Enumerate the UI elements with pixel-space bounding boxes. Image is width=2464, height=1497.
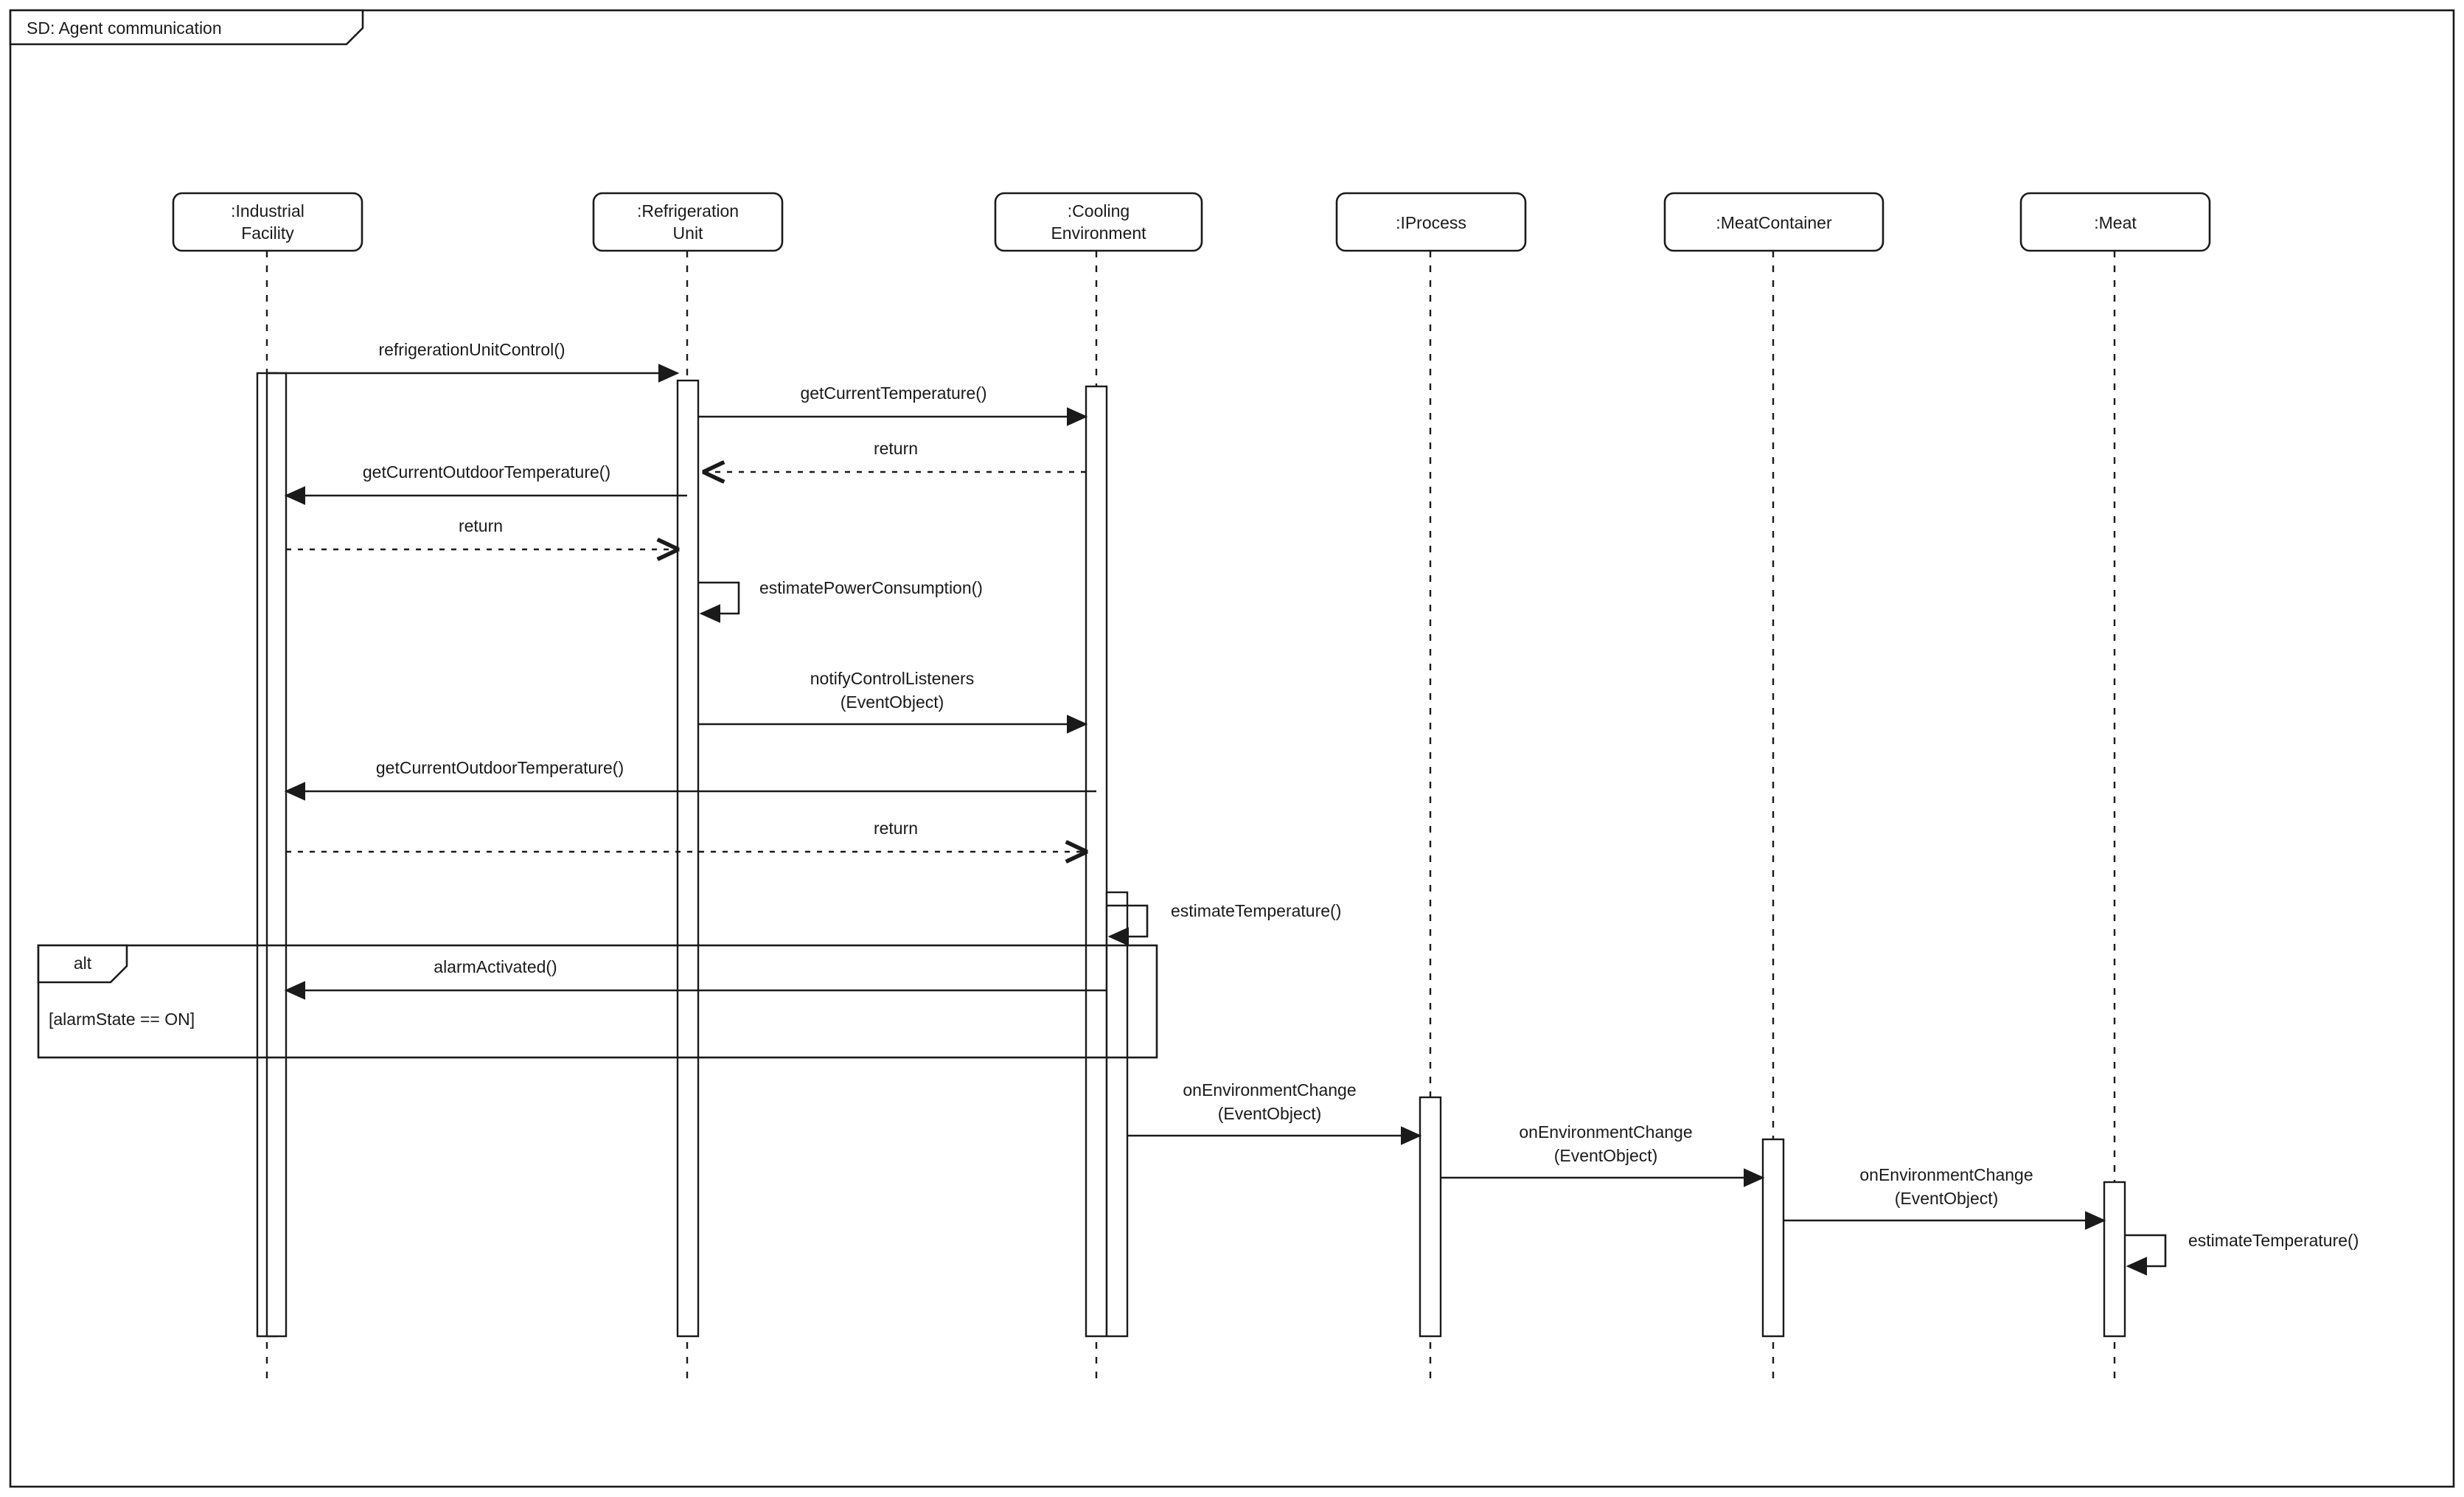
activation-bar-facility — [265, 372, 288, 1338]
lifeline-head-box-iprocess — [1335, 192, 1527, 252]
message-m6: estimatePowerConsumption() — [698, 578, 983, 623]
message-label: return — [874, 439, 918, 458]
activation-bar-refunit — [676, 379, 700, 1338]
frame-title-text: SD: Agent communication — [27, 18, 222, 38]
message-m13: onEnvironmentChange (EventObject) — [1441, 1122, 1765, 1187]
lifeline-label-container: :MeatContainer — [1716, 213, 1832, 232]
message-label: return — [874, 819, 918, 838]
lifeline-label2-cooling: Environment — [1051, 223, 1146, 243]
lifeline-label-refunit: :Refrigeration — [637, 201, 739, 220]
message-m11: alarmActivated() — [284, 957, 1107, 1000]
fragment-border — [37, 944, 1158, 1059]
message-label: refrigerationUnitControl() — [378, 340, 565, 359]
combined-fragments-layer: alt [alarmState == ON] — [37, 944, 1158, 1059]
message-m10: estimateTemperature() — [1107, 901, 1341, 946]
messages-layer: refrigerationUnitControl() getCurrentTemp… — [267, 340, 2359, 1276]
lifeline-head-meat[interactable]: :Meat — [2019, 192, 2211, 252]
diagram-outer-border — [9, 9, 2455, 1488]
lifeline-label-cooling: :Cooling — [1068, 201, 1130, 220]
lifeline-head-iprocess[interactable]: :IProcess — [1335, 192, 1527, 252]
lifeline-head-box-cooling — [994, 192, 1203, 252]
message-label: onEnvironmentChange — [1183, 1080, 1356, 1100]
message-label: estimateTemperature() — [1171, 901, 1341, 920]
message-label: estimatePowerConsumption() — [759, 578, 983, 597]
activation-bar-cooling — [1085, 385, 1108, 1338]
self-message-path — [1107, 904, 1149, 946]
lifeline-head-box-container — [1663, 192, 1884, 252]
message-label-line2: (EventObject) — [1554, 1146, 1658, 1165]
activation-bar-iprocess — [1419, 1096, 1442, 1338]
lifeline-label2-facility: Facility — [241, 223, 294, 243]
message-label: onEnvironmentChange — [1519, 1122, 1692, 1142]
message-m2: getCurrentTemperature() — [698, 383, 1088, 426]
self-message-path — [2125, 1234, 2167, 1276]
lifeline-head-box-refunit — [592, 192, 784, 252]
message-label: alarmActivated() — [434, 957, 557, 976]
message-label: estimateTemperature() — [2188, 1231, 2359, 1250]
lifeline-label-facility: :Industrial — [231, 201, 304, 220]
activations-layer — [256, 372, 2126, 1338]
fragment-operator-tab — [37, 944, 128, 984]
message-label: onEnvironmentChange — [1859, 1165, 2033, 1184]
lifeline-head-container[interactable]: :MeatContainer — [1663, 192, 1884, 252]
lifeline-label-iprocess: :IProcess — [1396, 213, 1466, 232]
message-label-line2: (EventObject) — [1895, 1189, 1999, 1208]
message-m8: getCurrentOutdoorTemperature() — [284, 758, 1096, 801]
message-label: return — [459, 516, 503, 535]
message-label-line2: (EventObject) — [841, 692, 944, 712]
message-label: getCurrentTemperature() — [800, 383, 986, 403]
lifeline-head-box-facility — [172, 192, 363, 252]
message-label: notifyControlListeners — [810, 669, 974, 688]
message-label: getCurrentOutdoorTemperature() — [376, 758, 624, 777]
lifeline-label-meat: :Meat — [2094, 213, 2137, 232]
lifeline-label2-refunit: Unit — [673, 223, 704, 243]
frame-title-tab — [9, 9, 364, 46]
message-m9: return — [286, 819, 1086, 852]
activation-bar-meat — [2103, 1181, 2126, 1338]
message-m7: notifyControlListeners (EventObject) — [698, 669, 1088, 734]
message-m4: getCurrentOutdoorTemperature() — [284, 462, 687, 505]
fragment-operator-label: alt — [74, 954, 92, 973]
combined-fragment-alt: alt [alarmState == ON] — [37, 944, 1158, 1059]
self-message-path — [698, 581, 740, 623]
message-label-line2: (EventObject) — [1218, 1104, 1322, 1123]
message-m14: onEnvironmentChange (EventObject) — [1783, 1165, 2106, 1230]
message-m5: return — [286, 516, 678, 549]
activation-bar-container — [1761, 1138, 1785, 1338]
fragment-guard-label: [alarmState == ON] — [49, 1010, 195, 1029]
message-label: getCurrentOutdoorTemperature() — [363, 462, 610, 482]
activation-bar-cooling — [1105, 891, 1129, 1338]
message-m12: onEnvironmentChange (EventObject) — [1127, 1080, 1422, 1145]
lifeline-head-box-meat — [2019, 192, 2211, 252]
diagram-frame: SD: Agent communication — [9, 9, 2455, 1488]
message-m15: estimateTemperature() — [2125, 1231, 2359, 1276]
message-m3: return — [704, 439, 1086, 472]
message-m1: refrigerationUnitControl() — [267, 340, 680, 383]
